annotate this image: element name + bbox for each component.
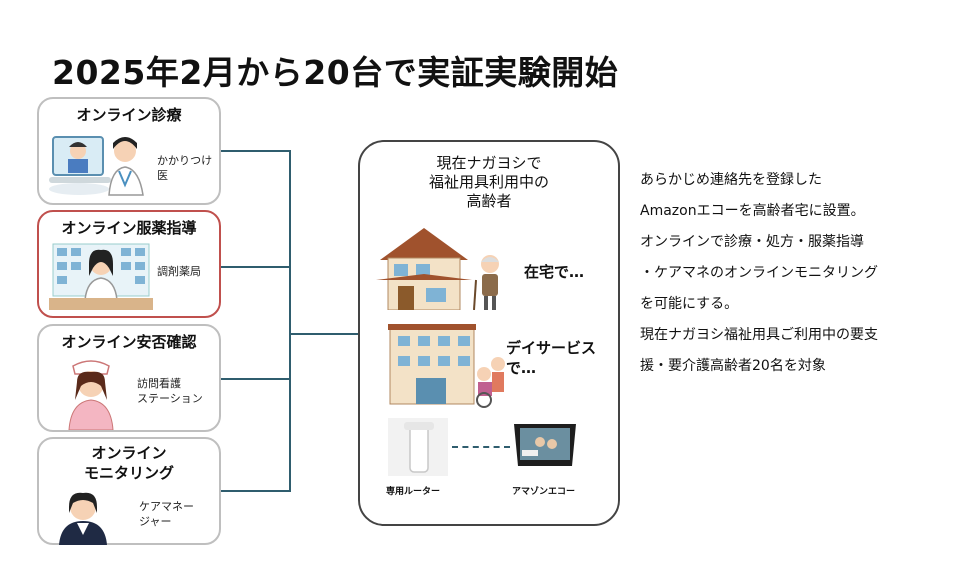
panel-title: 現在ナガヨシで 福祉用具利用中の 高齢者 [360, 154, 618, 211]
pharmacist-illustration [49, 243, 153, 310]
description-line: ・ケアマネのオンラインモニタリング [640, 265, 878, 281]
card-title: オンライン安否確認 [39, 332, 219, 352]
description-line: 現在ナガヨシ福祉用具ご利用中の要支 [640, 327, 878, 343]
card-online-consultation: オンライン診療 かかりつけ 医 [37, 97, 221, 205]
elderly-users-panel: 現在ナガヨシで 福祉用具利用中の 高齢者 在宅で… [358, 140, 620, 526]
card-title: オンライン服薬指導 [39, 218, 219, 238]
description-text: あらかじめ連絡先を登録した Amazonエコーを高齢者宅に設置。 オンラインで診… [640, 170, 960, 387]
card-online-monitoring: オンライン モニタリング ケアマネー ジャー [37, 437, 221, 545]
care-manager-illustration [59, 492, 107, 545]
card-title: オンライン モニタリング [39, 443, 219, 483]
description-line: あらかじめ連絡先を登録した [640, 172, 822, 188]
card-title-line: オンライン診療 [76, 106, 182, 124]
card-title: オンライン診療 [39, 105, 219, 125]
connector-line [221, 378, 291, 380]
day-service-label: デイサービス で… [506, 338, 596, 378]
card-online-safety-check: オンライン安否確認 訪問看護 ステーション [37, 324, 221, 432]
page-title: 2025年2月から20台で実証実験開始 [52, 53, 619, 92]
connector-line [221, 490, 291, 492]
home-label: 在宅で… [524, 263, 585, 281]
card-role: 訪問看護 ステーション [137, 376, 203, 406]
router-echo-link [452, 446, 510, 448]
card-role: かかりつけ 医 [157, 153, 212, 183]
description-line: 援・要介護高齢者20名を対象 [640, 358, 826, 374]
card-online-medication-guidance: オンライン服薬指導 調剤薬局 [37, 210, 221, 318]
description-line: Amazonエコーを高齢者宅に設置。 [640, 203, 865, 219]
panel-title-line: 福祉用具利用中の [428, 173, 549, 191]
card-role: ケアマネー ジャー [139, 499, 194, 529]
connector-line [289, 333, 359, 335]
connector-line [221, 150, 291, 152]
card-role-line: 調剤薬局 [157, 265, 201, 278]
card-title-line: オンライン [91, 444, 167, 462]
day-service-label-line: で… [506, 359, 537, 377]
amazon-echo-show-icon [514, 424, 576, 466]
nurse-illustration [68, 360, 114, 430]
card-role-line: 訪問看護 [137, 377, 181, 390]
card-role-line: ステーション [137, 392, 203, 405]
card-title-line: モニタリング [83, 464, 174, 482]
day-service-facility-illustration [388, 324, 505, 408]
card-title-line: オンライン安否確認 [61, 333, 197, 351]
description-line: オンラインで診療・処方・服薬指導 [640, 234, 864, 250]
house-with-elderly-illustration [376, 228, 499, 310]
connector-line [289, 150, 291, 492]
card-role: 調剤薬局 [157, 264, 201, 279]
card-role-line: 医 [157, 169, 168, 182]
description-line: を可能にする。 [640, 296, 739, 312]
card-role-line: ジャー [139, 515, 172, 528]
panel-title-line: 現在ナガヨシで [436, 154, 542, 172]
panel-title-line: 高齢者 [466, 192, 512, 210]
router-label: 専用ルーター [386, 487, 441, 497]
day-service-label-line: デイサービス [506, 339, 597, 357]
router-illustration [388, 418, 448, 476]
doctor-video-call-illustration [49, 136, 144, 196]
card-role-line: ケアマネー [139, 500, 194, 513]
connector-line [221, 266, 291, 268]
echo-label: アマゾンエコー [512, 487, 576, 497]
card-role-line: かかりつけ [157, 154, 213, 167]
card-title-line: オンライン服薬指導 [61, 219, 197, 237]
